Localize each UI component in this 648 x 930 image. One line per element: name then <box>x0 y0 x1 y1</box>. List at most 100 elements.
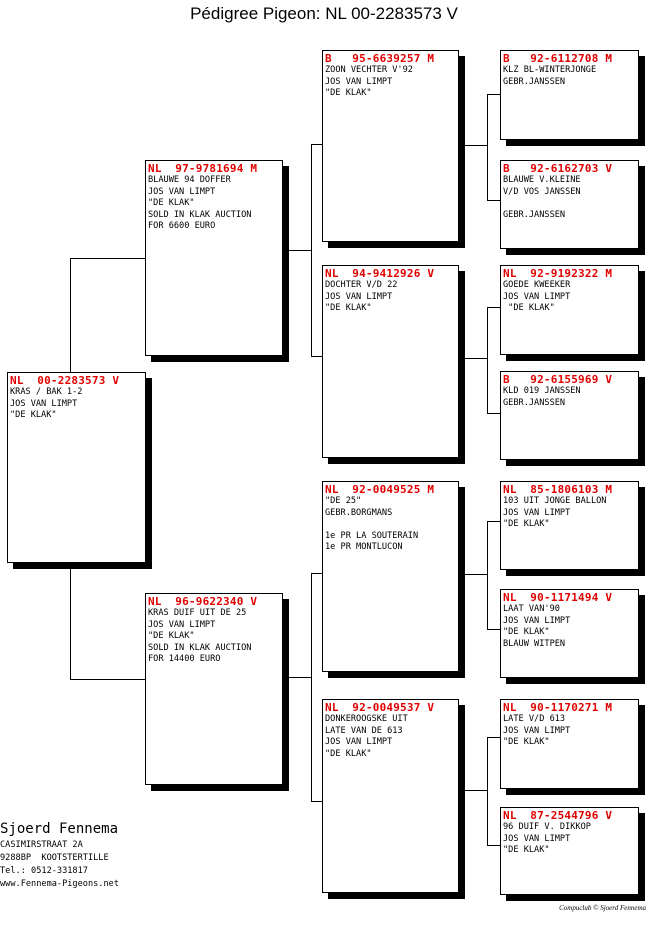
pedigree-line: JOS VAN LIMPT <box>148 186 216 197</box>
pedigree-line: JOS VAN LIMPT <box>148 619 216 630</box>
pedigree-line: KRAS DUIF UIT DE 25 <box>148 608 247 618</box>
pedigree-line: FOR 14400 EURO <box>148 654 221 665</box>
connector-line <box>311 573 312 801</box>
pigeon-card-ggp[interactable]: NL 85-1806103 M 103 UIT JONGE BALLON JOS… <box>500 481 639 570</box>
pigeon-card-dam-dam[interactable]: NL 92-0049537 V DONKEROOGSKE UIT LATE VA… <box>322 699 459 893</box>
pedigree-line: "DE KLAK" <box>148 198 195 209</box>
pigeon-card-ggp[interactable]: B 92-6162703 V BLAUWE V.KLEINE V/D VOS J… <box>500 160 639 249</box>
pedigree-line: JOS VAN LIMPT <box>503 725 571 736</box>
pedigree-line: "DE KLAK" <box>148 631 195 642</box>
ring-number: NL 92-0049537 V <box>325 701 435 714</box>
connector-line <box>487 629 501 630</box>
pigeon-card-ggp[interactable]: NL 92-9192322 M GOEDE KWEEKER JOS VAN LI… <box>500 265 639 355</box>
ring-number: NL 94-9412926 V <box>325 267 435 280</box>
pedigree-line: KLZ BL-WINTERJONGE <box>503 65 597 75</box>
pigeon-card-ggp[interactable]: NL 87-2544796 V 96 DUIF V. DIKKOP JOS VA… <box>500 807 639 895</box>
ring-number: NL 97-9781694 M <box>148 162 258 175</box>
connector-line <box>487 737 501 738</box>
connector-line <box>311 144 312 356</box>
pigeon-card-sire[interactable]: NL 97-9781694 M BLAUWE 94 DOFFER JOS VAN… <box>145 160 283 356</box>
pedigree-line: SOLD IN KLAK AUCTION <box>148 209 252 220</box>
breeder-city: 9288BP KOOTSTERTILLE <box>0 853 109 863</box>
connector-line <box>459 358 487 359</box>
ring-number: B 95-6639257 M <box>325 52 435 65</box>
ring-number: B 92-6112708 M <box>503 52 613 65</box>
pedigree-line: FOR 6600 EURO <box>148 221 216 232</box>
ring-number: NL 00-2283573 V <box>10 374 120 387</box>
breeder-phone: Tel.: 0512-331817 <box>0 866 88 876</box>
connector-line <box>487 307 501 308</box>
software-credit: Compuclub © Sjoerd Fennema <box>559 904 646 912</box>
ring-number: NL 96-9622340 V <box>148 595 258 608</box>
pigeon-card-ggp[interactable]: NL 90-1171494 V LAAT VAN'90 JOS VAN LIMP… <box>500 589 639 678</box>
pedigree-line: JOS VAN LIMPT <box>503 833 571 844</box>
pigeon-card-ggp[interactable]: NL 90-1170271 M LATE V/D 613 JOS VAN LIM… <box>500 699 639 789</box>
connector-line <box>487 200 501 201</box>
pedigree-line: JOS VAN LIMPT <box>325 291 393 302</box>
connector-line <box>70 258 71 372</box>
pigeon-card-subject[interactable]: NL 00-2283573 V KRAS / BAK 1-2 JOS VAN L… <box>7 372 146 563</box>
pedigree-line: "DE KLAK" <box>503 519 550 530</box>
pedigree-line: "DE KLAK" <box>503 627 550 638</box>
pedigree-line: BLAUWE V.KLEINE <box>503 175 581 185</box>
breeder-address: CASIMIRSTRAAT 2A <box>0 840 83 850</box>
connector-line <box>487 413 501 414</box>
pedigree-line: 103 UIT JONGE BALLON <box>503 496 607 506</box>
pedigree-line: DONKEROOGSKE UIT <box>325 714 408 724</box>
connector-line <box>459 574 487 575</box>
ring-number: NL 90-1170271 M <box>503 701 613 714</box>
pigeon-card-sire-dam[interactable]: NL 94-9412926 V DOCHTER V/D 22 JOS VAN L… <box>322 265 459 458</box>
connector-line <box>311 801 323 802</box>
pedigree-line: "DE KLAK" <box>325 748 372 759</box>
connector-line <box>283 250 311 251</box>
pigeon-card-sire-sire[interactable]: B 95-6639257 M ZOON VECHTER V'92 JOS VAN… <box>322 50 459 242</box>
pedigree-line: DOCHTER V/D 22 <box>325 280 398 290</box>
ring-number: NL 90-1171494 V <box>503 591 613 604</box>
page-title: Pédigree Pigeon: NL 00-2283573 V <box>190 4 458 23</box>
pedigree-line: LAAT VAN'90 <box>503 604 560 614</box>
breeder-website[interactable]: www.Fennema-Pigeons.net <box>0 879 119 889</box>
pedigree-line: GEBR.JANSSEN <box>503 397 566 408</box>
connector-line <box>70 679 146 680</box>
pedigree-line: LATE VAN DE 613 <box>325 725 403 736</box>
pedigree-line: GEBR.JANSSEN <box>503 76 566 87</box>
pedigree-line: "DE KLAK" <box>503 845 550 856</box>
pedigree-line: KLD 019 JANSSEN <box>503 386 581 396</box>
pedigree-line: JOS VAN LIMPT <box>325 737 393 748</box>
pedigree-line: BLAUW WITPEN <box>503 638 566 649</box>
pedigree-line: 96 DUIF V. DIKKOP <box>503 822 591 832</box>
connector-line <box>70 563 71 679</box>
pigeon-card-dam-sire[interactable]: NL 92-0049525 M "DE 25" GEBR.BORGMANS 1e… <box>322 481 459 672</box>
breeder-name: Sjoerd Fennema <box>0 821 119 837</box>
connector-line <box>487 307 488 413</box>
pedigree-line: ZOON VECHTER V'92 <box>325 65 413 75</box>
pedigree-line: KRAS / BAK 1-2 <box>10 387 83 397</box>
pedigree-line: JOS VAN LIMPT <box>503 291 571 302</box>
connector-line <box>311 573 323 574</box>
connector-line <box>459 790 487 791</box>
connector-line <box>70 258 146 259</box>
pedigree-line: "DE KLAK" <box>503 737 550 748</box>
pedigree-line: GOEDE KWEEKER <box>503 280 571 290</box>
pedigree-line <box>325 519 456 531</box>
pedigree-line: V/D VOS JANSSEN <box>503 186 581 197</box>
pedigree-line: 1e PR MONTLUCON <box>325 542 403 553</box>
pedigree-line: GEBR.JANSSEN <box>503 209 566 220</box>
pedigree-line: "DE KLAK" <box>10 410 57 421</box>
pedigree-line: SOLD IN KLAK AUCTION <box>148 642 252 653</box>
ring-number: B 92-6162703 V <box>503 162 613 175</box>
connector-line <box>459 145 487 146</box>
pigeon-card-dam[interactable]: NL 96-9622340 V KRAS DUIF UIT DE 25 JOS … <box>145 593 283 785</box>
connector-line <box>487 521 501 522</box>
connector-line <box>283 677 311 678</box>
pigeon-card-ggp[interactable]: B 92-6155969 V KLD 019 JANSSEN GEBR.JANS… <box>500 371 639 460</box>
pigeon-card-ggp[interactable]: B 92-6112708 M KLZ BL-WINTERJONGE GEBR.J… <box>500 50 639 140</box>
connector-line <box>311 144 323 145</box>
ring-number: NL 92-9192322 M <box>503 267 613 280</box>
ring-number: NL 85-1806103 M <box>503 483 613 496</box>
connector-line <box>311 356 323 357</box>
pedigree-line: JOS VAN LIMPT <box>503 507 571 518</box>
pedigree-line: "DE 25" <box>325 496 362 506</box>
connector-line <box>487 737 488 845</box>
connector-line <box>487 521 488 629</box>
